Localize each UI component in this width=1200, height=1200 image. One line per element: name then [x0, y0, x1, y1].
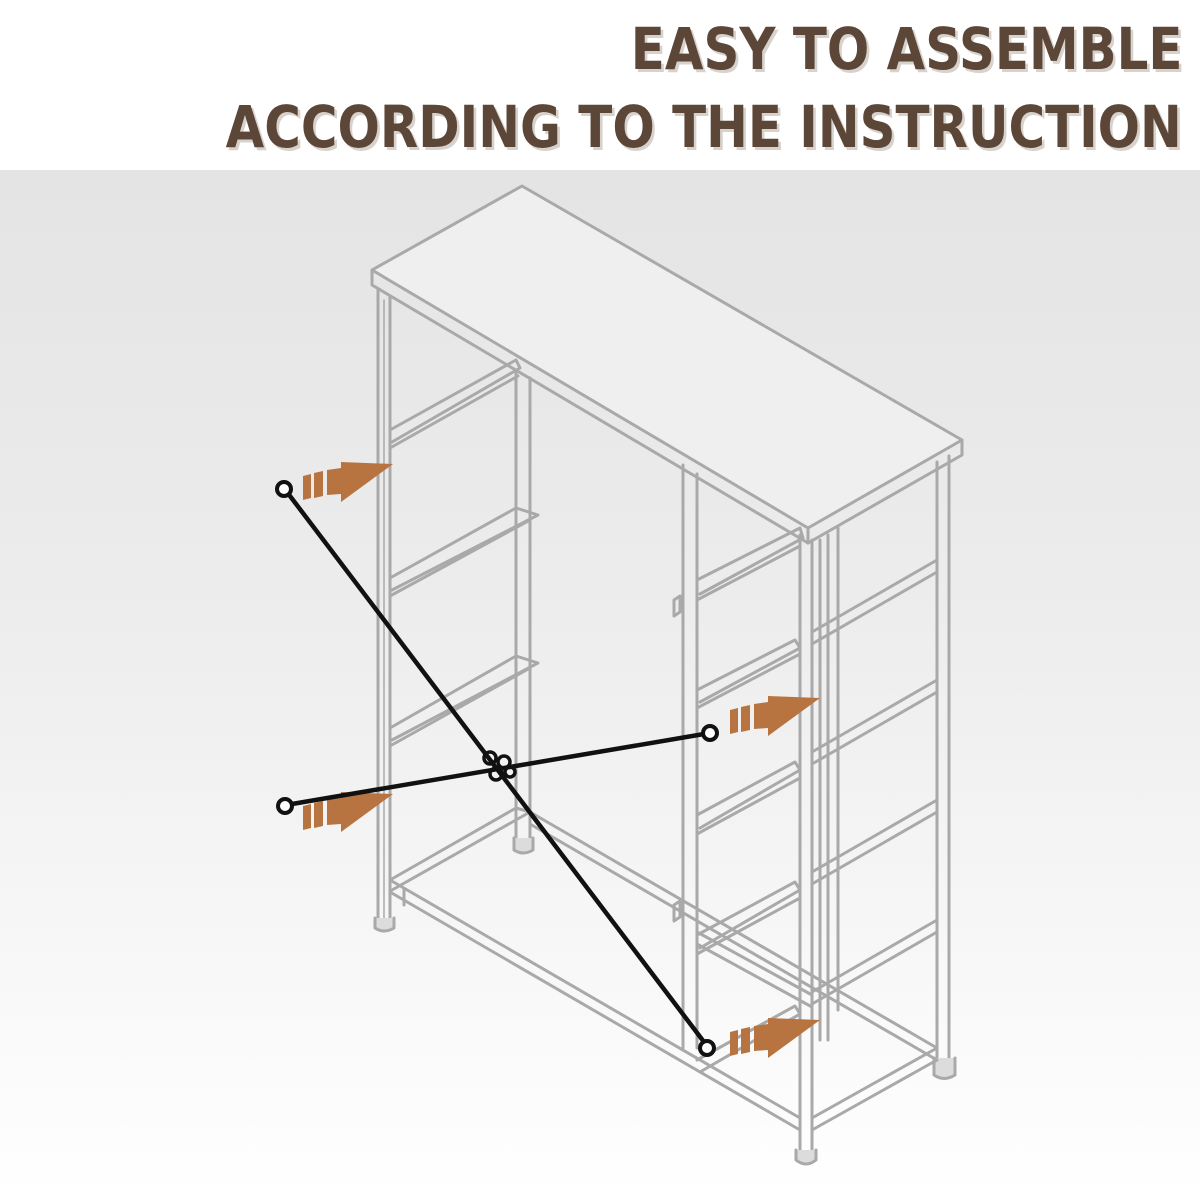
- strap-eyelet-icon: [276, 797, 294, 815]
- bottom-frame: [388, 810, 939, 1132]
- center-ring-icon: [482, 750, 517, 782]
- strap-eyelet-icon: [701, 724, 719, 742]
- arrow-icon: [303, 462, 393, 502]
- post-left-front: [373, 288, 396, 933]
- front-drawer-rails: [695, 526, 805, 1074]
- header-band: EASY TO ASSEMBLE ACCORDING TO THE INSTRU…: [0, 0, 1200, 170]
- post-left-back: [512, 370, 535, 855]
- arrow-icon: [303, 792, 393, 832]
- arrow-icon: [730, 696, 820, 736]
- frame-lines: [370, 184, 964, 1166]
- post-right-back: [932, 454, 957, 1080]
- right-side-rails: [810, 558, 939, 1006]
- arrows: [303, 462, 820, 1058]
- arrow-icon: [730, 1018, 820, 1058]
- headline-line-2: ACCORDING TO THE INSTRUCTION: [225, 93, 1182, 161]
- post-right-front: [794, 526, 840, 1166]
- left-side-rails: [388, 358, 540, 892]
- headline-line-1: EASY TO ASSEMBLE: [630, 15, 1182, 83]
- strap-eyelet-icon: [275, 480, 293, 498]
- top-panel: [370, 184, 964, 545]
- strap-eyelet-icon: [698, 1039, 716, 1057]
- cross-brace-straps: [275, 480, 719, 1057]
- post-middle-front: [672, 463, 699, 1050]
